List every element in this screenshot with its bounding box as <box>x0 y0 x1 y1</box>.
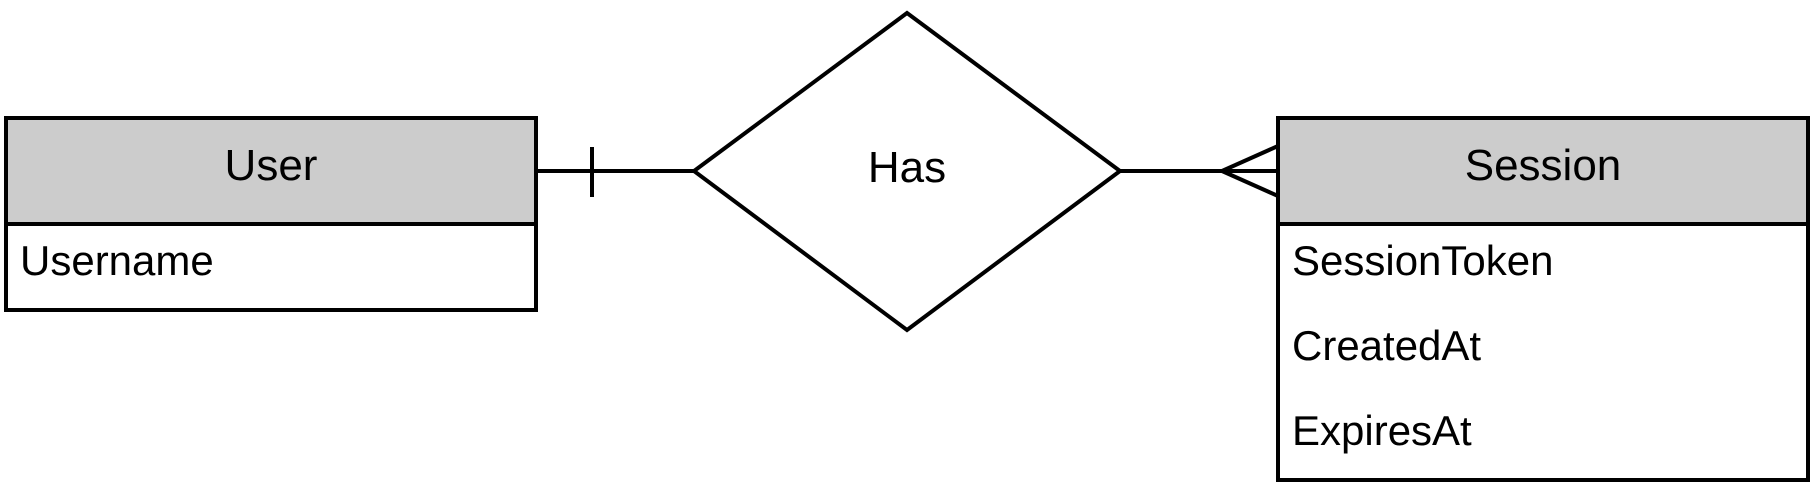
relationship-diamond <box>690 10 1124 333</box>
entity-session[interactable]: Session SessionToken CreatedAt ExpiresAt <box>1276 116 1810 482</box>
entity-session-attribute-expiresat: ExpiresAt <box>1292 407 1472 454</box>
entity-session-body <box>1276 222 1810 482</box>
entity-session-attribute-createdat: CreatedAt <box>1292 322 1481 369</box>
entity-user-title: User <box>225 141 318 190</box>
relationship-has[interactable]: Has <box>690 10 1124 333</box>
cardinality-many-mark-top <box>1221 144 1279 173</box>
entity-user[interactable]: User Username <box>4 116 538 312</box>
entity-session-attribute-sessiontoken: SessionToken <box>1292 237 1554 284</box>
entity-user-attribute-username: Username <box>20 237 214 284</box>
connector-has-session <box>1120 144 1279 198</box>
relationship-label: Has <box>868 143 946 192</box>
entity-session-header <box>1276 116 1810 226</box>
connector-user-has <box>536 147 694 197</box>
entity-user-body <box>4 222 538 312</box>
entity-user-header <box>4 116 538 226</box>
entity-session-title: Session <box>1465 141 1622 190</box>
cardinality-many-mark-bottom <box>1221 169 1279 198</box>
